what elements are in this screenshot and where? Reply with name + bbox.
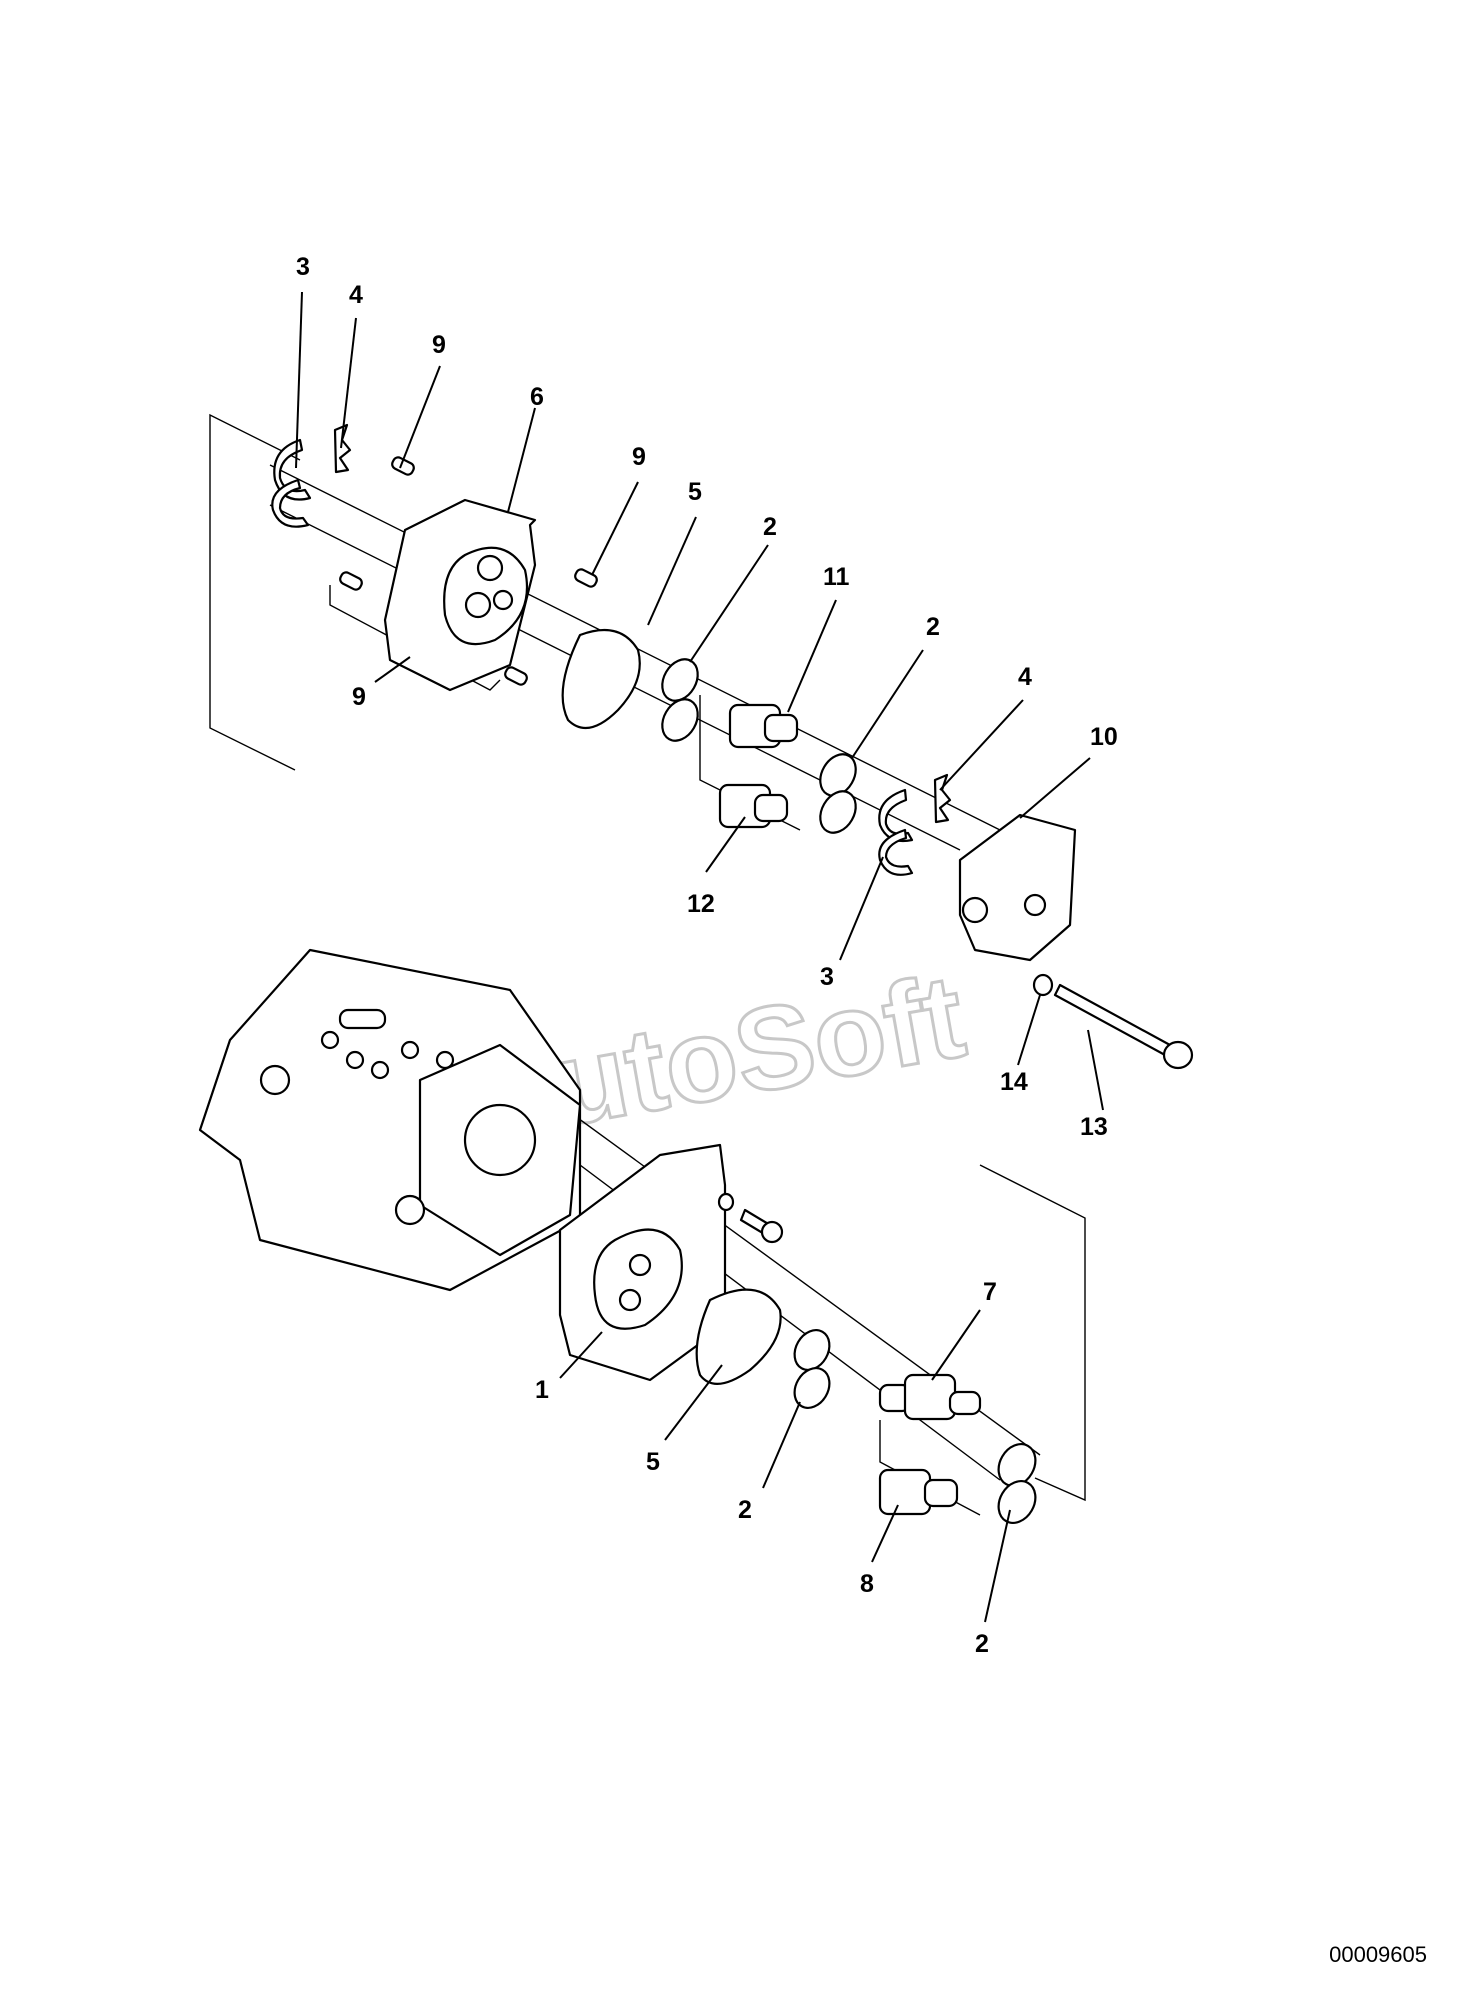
o-ring-2-bottom-right xyxy=(997,1443,1037,1524)
callout-5: 5 xyxy=(646,1448,660,1476)
callout-7: 7 xyxy=(983,1278,997,1306)
mounting-bolt xyxy=(717,1192,784,1244)
callout-8: 8 xyxy=(860,1570,874,1598)
seal-5-top xyxy=(561,628,641,730)
gear-11 xyxy=(728,703,799,749)
callout-5: 5 xyxy=(688,478,702,506)
callout-4: 4 xyxy=(1018,663,1032,691)
callout-2: 2 xyxy=(975,1630,989,1658)
callout-14: 14 xyxy=(1000,1068,1028,1096)
callout-2: 2 xyxy=(926,613,940,641)
main-pump-housing xyxy=(198,948,582,1292)
callout-2: 2 xyxy=(738,1496,752,1524)
callout-3: 3 xyxy=(820,963,834,991)
callout-1: 1 xyxy=(535,1376,549,1404)
callout-9: 9 xyxy=(432,331,446,359)
snap-ring-3-right xyxy=(878,788,914,876)
spacer-4-top xyxy=(333,423,352,474)
pump-body-6 xyxy=(383,498,537,692)
leader-lines xyxy=(295,291,1104,1623)
callout-10: 10 xyxy=(1090,723,1118,751)
gear-7 xyxy=(878,1373,982,1421)
gear-12 xyxy=(718,783,789,829)
callout-4: 4 xyxy=(349,281,363,309)
bolt-13 xyxy=(1053,983,1194,1070)
washer-14 xyxy=(1032,973,1054,997)
seal-5-bottom xyxy=(695,1288,782,1385)
drawing-number: 00009605 xyxy=(1329,1942,1427,1967)
callout-12: 12 xyxy=(687,890,715,918)
o-ring-2-bottom-left xyxy=(793,1329,831,1409)
snap-ring-3-top xyxy=(271,438,312,528)
callout-9: 9 xyxy=(632,443,646,471)
case-1 xyxy=(558,1143,727,1382)
o-ring-2-top-left xyxy=(661,658,699,742)
callout-2: 2 xyxy=(763,513,777,541)
callout-11: 11 xyxy=(823,563,850,591)
gear-8 xyxy=(878,1468,959,1516)
callout-labels: 3 4 9 6 9 5 2 11 2 9 4 10 12 3 14 13 7 1… xyxy=(296,253,1118,1658)
callout-9: 9 xyxy=(352,683,366,711)
callout-6: 6 xyxy=(530,383,544,411)
cover-10 xyxy=(958,813,1077,962)
o-ring-2-top-right xyxy=(819,753,857,834)
callout-3: 3 xyxy=(296,253,310,281)
callout-13: 13 xyxy=(1080,1113,1108,1141)
spacer-4-right xyxy=(933,773,952,824)
